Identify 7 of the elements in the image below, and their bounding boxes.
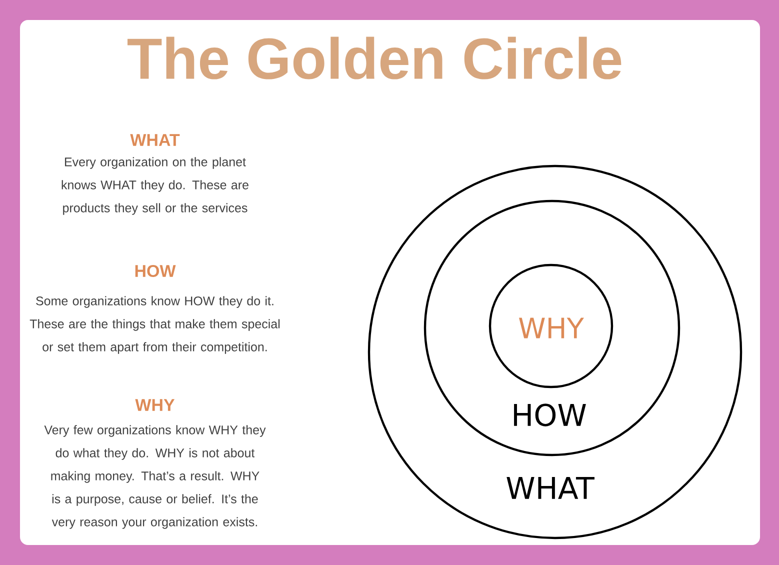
description: Very few organizations know WHY they do what they do. WHY is not about making money. That’s a result. WHY is a purpose, cause or belief. It’s the very reason your organization exists. bbox=[44, 425, 266, 529]
heading: WHY bbox=[135, 399, 175, 411]
heading: WHAT bbox=[130, 134, 180, 146]
description: Every organization on the planet knows WHAT they do. These are products they sell or the services bbox=[62, 157, 248, 215]
title: The Golden Circle bbox=[128, 36, 622, 80]
description: Some organizations know HOW they do it. These are the things that make them special or set them apart from their competition. bbox=[30, 296, 280, 354]
heading: HOW bbox=[135, 264, 176, 278]
